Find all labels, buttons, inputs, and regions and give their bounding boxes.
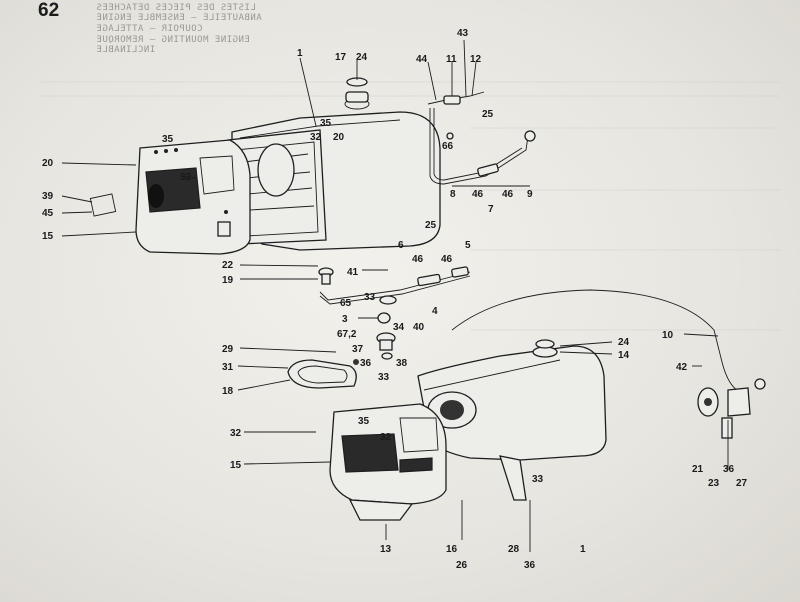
callout-9: 9 bbox=[527, 189, 533, 200]
callout-42: 42 bbox=[676, 362, 688, 373]
callout-27: 27 bbox=[736, 478, 748, 489]
callout-35: 35 bbox=[320, 118, 332, 129]
middle-fuel-line bbox=[318, 266, 471, 365]
callout-32: 32 bbox=[310, 132, 322, 143]
gasket-plate bbox=[287, 359, 357, 389]
callout-6: 6 bbox=[398, 240, 404, 251]
callout-33: 33 bbox=[364, 292, 376, 303]
callout-46: 46 bbox=[412, 254, 424, 265]
leader-lines bbox=[61, 39, 729, 552]
callout-37: 37 bbox=[352, 344, 364, 355]
callout-34: 34 bbox=[393, 322, 405, 333]
callout-35: 35 bbox=[162, 134, 174, 145]
tap-fitting bbox=[697, 378, 766, 439]
callout-3: 3 bbox=[342, 314, 348, 325]
lower-tank-cover bbox=[329, 403, 447, 521]
choke-cable bbox=[451, 289, 741, 393]
callout-23: 23 bbox=[708, 478, 720, 489]
callout-33: 33 bbox=[532, 474, 544, 485]
callout-21: 21 bbox=[692, 464, 704, 475]
callout-29: 29 bbox=[222, 344, 234, 355]
callout-10: 10 bbox=[662, 330, 674, 341]
callout-46: 46 bbox=[472, 189, 484, 200]
callout-7: 7 bbox=[488, 204, 494, 215]
callout-labels: 17 24 1 44 11 43 12 35 32 20 35 20 32 39… bbox=[42, 28, 748, 571]
callout-24: 24 bbox=[356, 52, 368, 63]
callout-20: 20 bbox=[333, 132, 345, 143]
upper-fuel-tank bbox=[227, 77, 441, 251]
callout-36: 36 bbox=[723, 464, 735, 475]
callout-18: 18 bbox=[222, 386, 234, 397]
upper-tank-cover bbox=[135, 139, 251, 255]
callout-33: 33 bbox=[378, 372, 390, 383]
callout-44: 44 bbox=[416, 54, 428, 65]
callout-41: 41 bbox=[347, 267, 359, 278]
callout-4: 4 bbox=[432, 306, 438, 317]
callout-20: 20 bbox=[42, 158, 54, 169]
callout-5: 5 bbox=[465, 240, 471, 251]
callout-43: 43 bbox=[457, 28, 469, 39]
callout-14: 14 bbox=[618, 350, 630, 361]
callout-31: 31 bbox=[222, 362, 234, 373]
callout-17: 17 bbox=[335, 52, 347, 63]
callout-46: 46 bbox=[502, 189, 514, 200]
callout-15: 15 bbox=[230, 460, 242, 471]
callout-32: 32 bbox=[180, 172, 192, 183]
callout-13: 13 bbox=[380, 544, 392, 555]
callout-65: 65 bbox=[340, 298, 352, 309]
callout-12: 12 bbox=[470, 54, 482, 65]
callout-36: 36 bbox=[524, 560, 536, 571]
callout-45: 45 bbox=[42, 208, 54, 219]
upper-fuel-line bbox=[427, 91, 536, 185]
lower-fuel-tank bbox=[417, 339, 607, 501]
callout-24: 24 bbox=[618, 337, 630, 348]
callout-15: 15 bbox=[42, 231, 54, 242]
callout-11: 11 bbox=[446, 54, 457, 65]
callout-22: 22 bbox=[222, 260, 234, 271]
callout-16: 16 bbox=[446, 544, 458, 555]
callout-38: 38 bbox=[396, 358, 408, 369]
callout-32: 32 bbox=[230, 428, 242, 439]
callout-1: 1 bbox=[580, 544, 586, 555]
callout-35: 35 bbox=[358, 416, 370, 427]
callout-26: 26 bbox=[456, 560, 468, 571]
background-table-lines bbox=[40, 81, 780, 331]
callout-25: 25 bbox=[482, 109, 494, 120]
callout-28: 28 bbox=[508, 544, 520, 555]
callout-40: 40 bbox=[413, 322, 425, 333]
callout-39: 39 bbox=[42, 191, 54, 202]
callout-8: 8 bbox=[450, 189, 456, 200]
callout-67-2: 67,2 bbox=[337, 329, 357, 340]
callout-19: 19 bbox=[222, 275, 234, 286]
callout-1: 1 bbox=[297, 48, 303, 59]
callout-32: 32 bbox=[380, 432, 392, 443]
callout-36: 36 bbox=[360, 358, 372, 369]
callout-25: 25 bbox=[425, 220, 437, 231]
callout-66: 66 bbox=[442, 141, 454, 152]
page-number: 62 bbox=[38, 0, 60, 21]
callout-46: 46 bbox=[441, 254, 453, 265]
small-plate bbox=[89, 193, 117, 217]
